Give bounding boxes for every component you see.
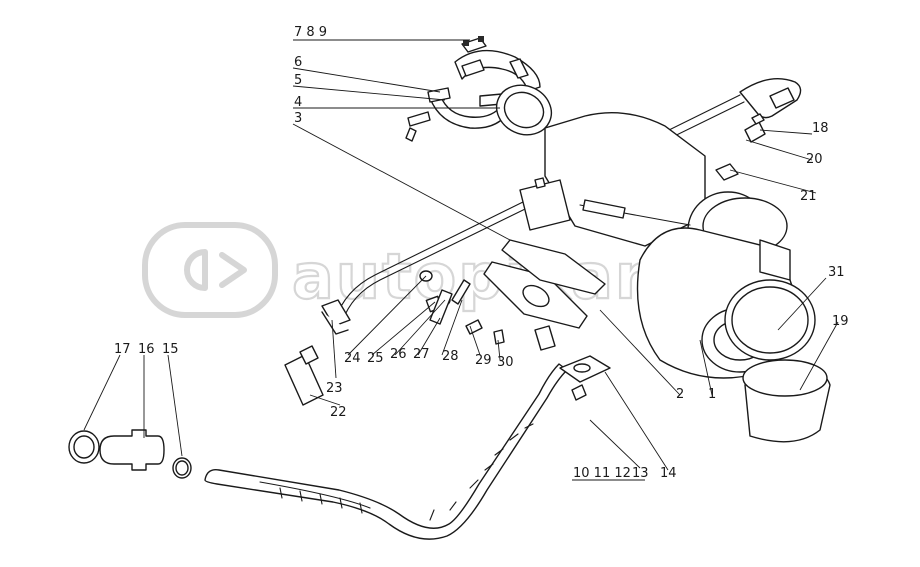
callout-10-11-12: 10 11 12 — [573, 466, 631, 481]
callout-25: 25 — [367, 351, 384, 366]
part-clamp-upper — [454, 36, 541, 92]
part-flange-gasket — [483, 239, 606, 351]
callout-18: 18 — [812, 121, 829, 136]
callout-6: 6 — [294, 55, 302, 70]
part-banjo-fittings — [715, 113, 766, 181]
part-stud — [284, 345, 324, 406]
callout-labels: 7 8 9 6 5 4 3 18 20 21 31 19 2 1 23 22 2… — [114, 25, 849, 481]
leader-lines — [83, 39, 839, 481]
callout-30: 30 — [497, 355, 514, 370]
callout-7-8-9: 7 8 9 — [294, 25, 327, 40]
part-gasket-ring — [495, 84, 553, 136]
watermark-logo-a-icon — [184, 249, 208, 291]
callout-4: 4 — [294, 95, 302, 110]
callout-29: 29 — [475, 353, 492, 368]
callout-21: 21 — [800, 189, 817, 204]
callout-1: 1 — [708, 387, 716, 402]
callout-15: 15 — [162, 342, 179, 357]
part-clamp-lower — [405, 87, 511, 142]
callout-3: 3 — [294, 111, 302, 126]
callout-13: 13 — [632, 466, 649, 481]
part-hose-fitting — [68, 429, 192, 479]
callout-23: 23 — [326, 381, 343, 396]
callout-19: 19 — [832, 314, 849, 329]
callout-24: 24 — [344, 351, 361, 366]
callout-22: 22 — [330, 405, 347, 420]
callout-14: 14 — [660, 466, 677, 481]
watermark-logo-arrow-icon — [219, 252, 247, 288]
part-oil-return-hose — [204, 355, 611, 540]
part-oil-feed-pipe — [321, 78, 802, 335]
callout-26: 26 — [390, 347, 407, 362]
callout-5: 5 — [294, 73, 302, 88]
callout-27: 27 — [413, 347, 430, 362]
callout-2: 2 — [676, 387, 684, 402]
callout-31: 31 — [828, 265, 845, 280]
part-outlet-clamp-and-sleeve — [724, 279, 831, 443]
callout-20: 20 — [806, 152, 823, 167]
callout-16: 16 — [138, 342, 155, 357]
callout-17: 17 — [114, 342, 131, 357]
callout-28: 28 — [442, 349, 459, 364]
watermark-logo-ring — [142, 222, 278, 318]
